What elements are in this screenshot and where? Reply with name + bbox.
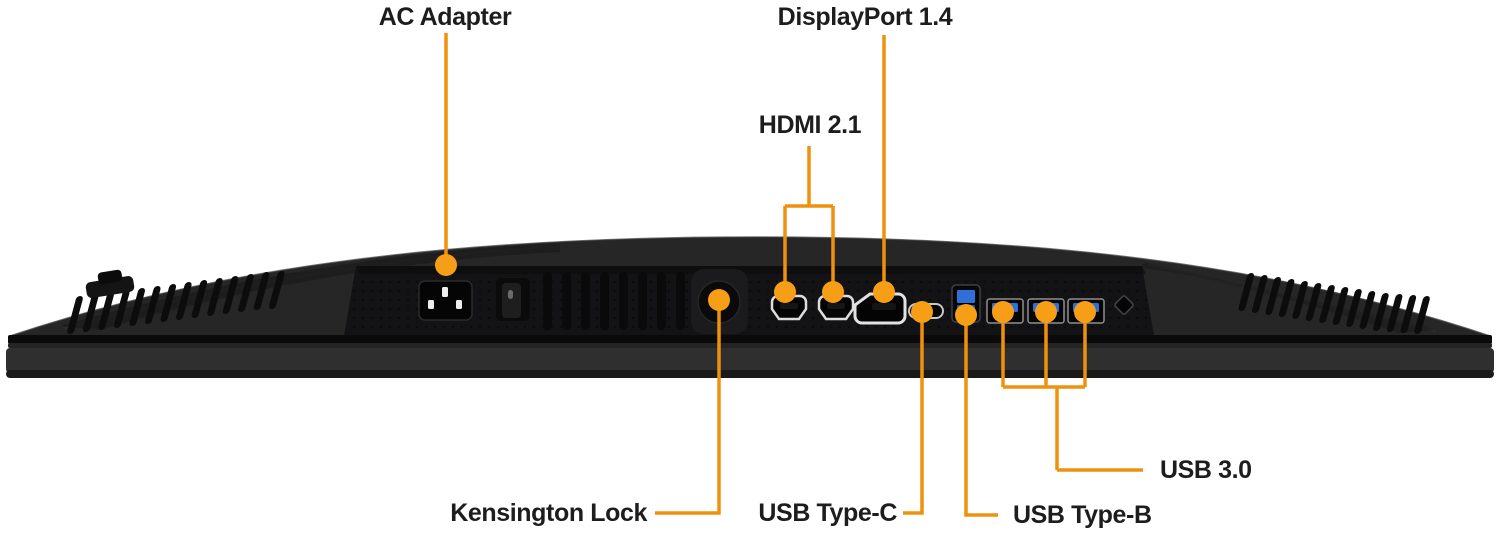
callout-kensington [655, 289, 730, 515]
label-usb-type-b: USB Type-B [1013, 501, 1152, 529]
callout-usb-type-c [903, 301, 933, 515]
displayport-port [853, 292, 907, 325]
label-usb-30: USB 3.0 [1160, 456, 1252, 484]
label-displayport: DisplayPort 1.4 [777, 3, 953, 31]
screw-hole [1114, 295, 1134, 315]
ac-power-inlet [418, 280, 473, 321]
callout-hdmi [774, 146, 844, 303]
vent-slots [543, 272, 685, 330]
callout-usb-30 [992, 301, 1143, 472]
label-ac-adapter: AC Adapter [378, 3, 512, 31]
label-kensington: Kensington Lock [450, 499, 647, 527]
callout-usb-type-b [955, 304, 998, 517]
callout-displayport [873, 35, 895, 303]
callout-ac-adapter [435, 33, 457, 276]
label-usb-type-c: USB Type-C [758, 499, 897, 527]
label-hdmi: HDMI 2.1 [758, 111, 862, 139]
power-switch [496, 278, 530, 321]
front-bezel [6, 335, 1494, 378]
hdmi-port-2 [817, 294, 855, 321]
osd-joystick [85, 269, 135, 298]
